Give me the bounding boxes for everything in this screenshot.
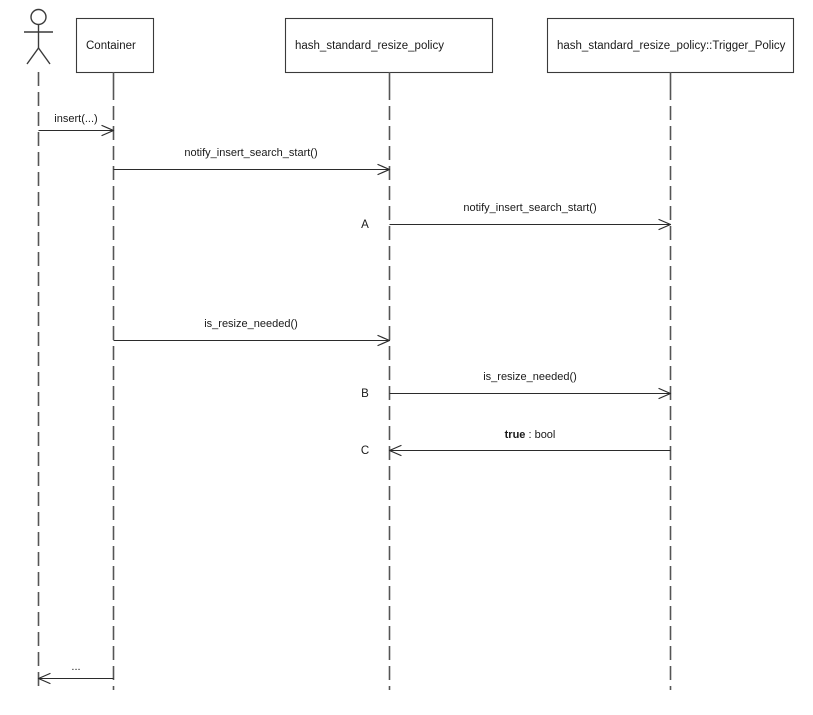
message-label-insert: insert(...) [54,113,97,125]
participant-label-policy: hash_standard_resize_policy [295,40,444,52]
message-return-true-bool[interactable]: true : bool C [361,429,671,457]
arrowhead-icon-return-true-bool [388,444,402,457]
message-label-return-true-bool: true : bool [505,429,556,441]
arrowhead-icon-notify-1 [377,163,391,176]
message-marker-a: A [361,219,369,231]
message-label-notify-1: notify_insert_search_start() [184,147,317,159]
message-label-return-ellipsis: ... [71,661,80,673]
arrowhead-icon-is-resize-needed-1 [377,334,391,347]
participant-label-container: Container [86,40,136,52]
message-marker-b: B [361,388,369,400]
arrowhead-icon-is-resize-needed-2 [658,387,672,400]
message-label-return-type: : bool [525,429,555,441]
actor-right-leg-icon [37,47,51,65]
message-is-resize-needed-2[interactable]: is_resize_needed() B [361,371,672,400]
message-notify-insert-search-start-1[interactable]: notify_insert_search_start() [113,147,391,176]
participant-policy[interactable]: hash_standard_resize_policy [284,17,494,74]
participant-label-trigger-policy: hash_standard_resize_policy::Trigger_Pol… [557,40,786,52]
message-return-ellipsis[interactable]: ... [37,661,114,685]
participant-trigger-policy[interactable]: hash_standard_resize_policy::Trigger_Pol… [546,17,795,74]
participant-box-container[interactable] [75,17,155,74]
message-is-resize-needed-1[interactable]: is_resize_needed() [113,318,391,347]
message-label-is-resize-needed-2: is_resize_needed() [483,371,577,383]
actor-head-icon [30,8,47,26]
message-label-notify-2: notify_insert_search_start() [463,202,596,214]
participant-box-trigger-policy[interactable] [546,17,795,74]
arrowhead-icon-notify-2 [658,218,672,231]
actor-figure[interactable] [24,8,53,65]
message-label-is-resize-needed-1: is_resize_needed() [204,318,298,330]
message-label-return-value: true [505,429,526,441]
message-insert[interactable]: insert(...) [38,113,115,137]
message-notify-insert-search-start-2[interactable]: notify_insert_search_start() A [361,202,672,231]
actor-left-leg-icon [26,47,40,65]
message-marker-c: C [361,445,369,457]
arrowhead-icon-insert [101,124,115,137]
participant-box-policy[interactable] [284,17,494,74]
arrowhead-icon-return-ellipsis [37,672,51,685]
participant-container[interactable]: Container [75,17,155,74]
lifelines [37,72,672,690]
